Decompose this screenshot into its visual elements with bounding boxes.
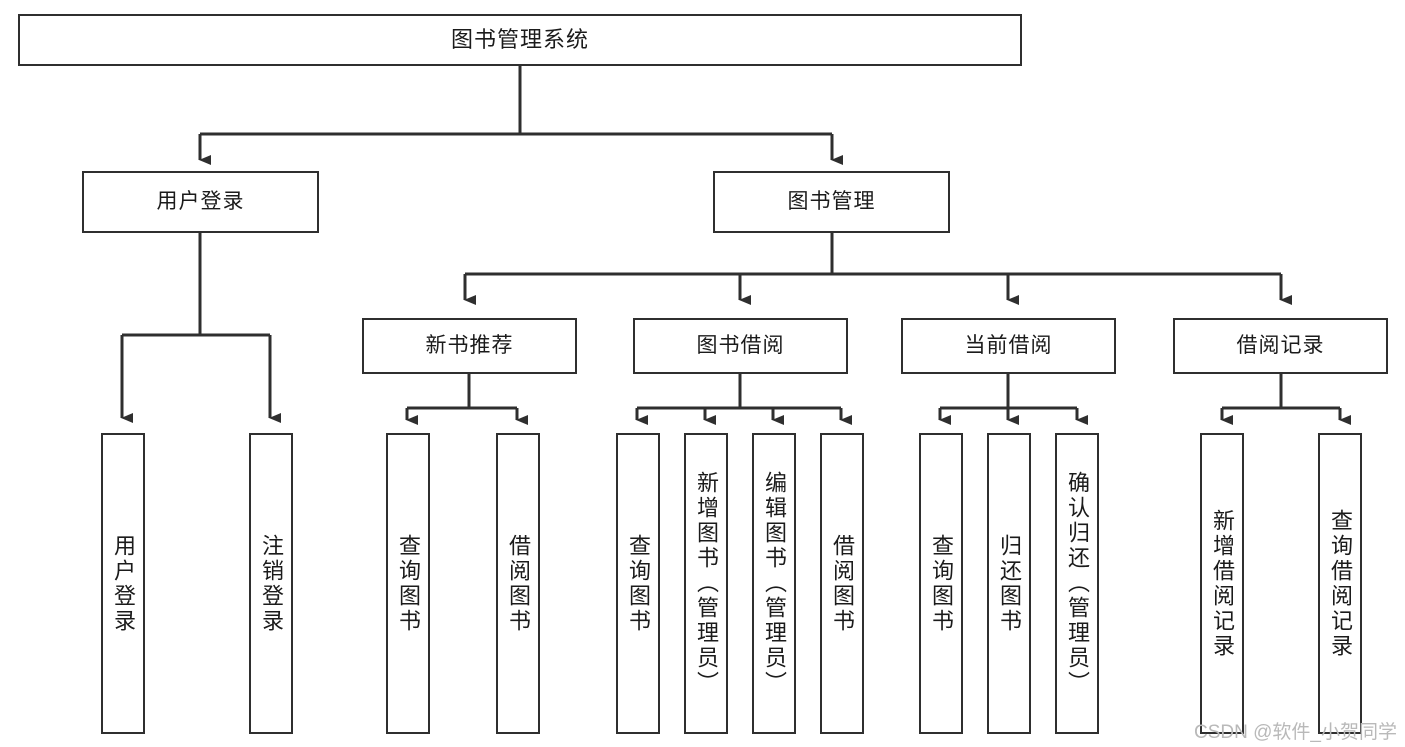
node-book-borrow[interactable]: 图书借阅 [633,318,848,374]
node-new-book-rec[interactable]: 新书推荐 [362,318,577,374]
leaf-confirm-return-label: 确认归还（管理员） [1065,471,1090,696]
node-current-borrow-label: 当前借阅 [964,333,1053,357]
leaf-user-login[interactable]: 用户登录 [101,433,145,734]
leaf-borrow-book-2-label: 借阅图书 [830,533,855,634]
leaf-query-record[interactable]: 查询借阅记录 [1318,433,1362,734]
leaf-query-book-1-label: 查询图书 [396,533,421,634]
leaf-return-book-label: 归还图书 [997,533,1022,634]
leaf-user-login-label: 用户登录 [111,533,136,634]
node-current-borrow[interactable]: 当前借阅 [901,318,1116,374]
leaf-query-book-3-label: 查询图书 [929,533,954,634]
leaf-edit-book-label: 编辑图书（管理员） [762,471,787,696]
leaf-logout-login[interactable]: 注销登录 [249,433,293,734]
leaf-borrow-book-2[interactable]: 借阅图书 [820,433,864,734]
node-root-label: 图书管理系统 [450,27,589,53]
node-user-login[interactable]: 用户登录 [82,171,319,233]
leaf-return-book[interactable]: 归还图书 [987,433,1031,734]
leaf-query-book-2-label: 查询图书 [626,533,651,634]
leaf-add-record-label: 新增借阅记录 [1210,508,1235,659]
leaf-query-book-2[interactable]: 查询图书 [616,433,660,734]
leaf-add-record[interactable]: 新增借阅记录 [1200,433,1244,734]
node-borrow-record[interactable]: 借阅记录 [1173,318,1388,374]
node-book-manage-label: 图书管理 [787,189,876,213]
leaf-borrow-book-1[interactable]: 借阅图书 [496,433,540,734]
node-root[interactable]: 图书管理系统 [18,14,1022,66]
node-book-manage[interactable]: 图书管理 [713,171,950,233]
leaf-query-book-1[interactable]: 查询图书 [386,433,430,734]
node-user-login-label: 用户登录 [156,189,245,213]
leaf-edit-book[interactable]: 编辑图书（管理员） [752,433,796,734]
node-new-book-rec-label: 新书推荐 [425,333,514,357]
leaf-add-book-label: 新增图书（管理员） [694,471,719,696]
leaf-query-record-label: 查询借阅记录 [1328,508,1353,659]
node-borrow-record-label: 借阅记录 [1236,333,1325,357]
leaf-borrow-book-1-label: 借阅图书 [506,533,531,634]
leaf-query-book-3[interactable]: 查询图书 [919,433,963,734]
leaf-confirm-return[interactable]: 确认归还（管理员） [1055,433,1099,734]
node-book-borrow-label: 图书借阅 [696,333,785,357]
leaf-add-book[interactable]: 新增图书（管理员） [684,433,728,734]
leaf-logout-login-label: 注销登录 [259,533,284,634]
